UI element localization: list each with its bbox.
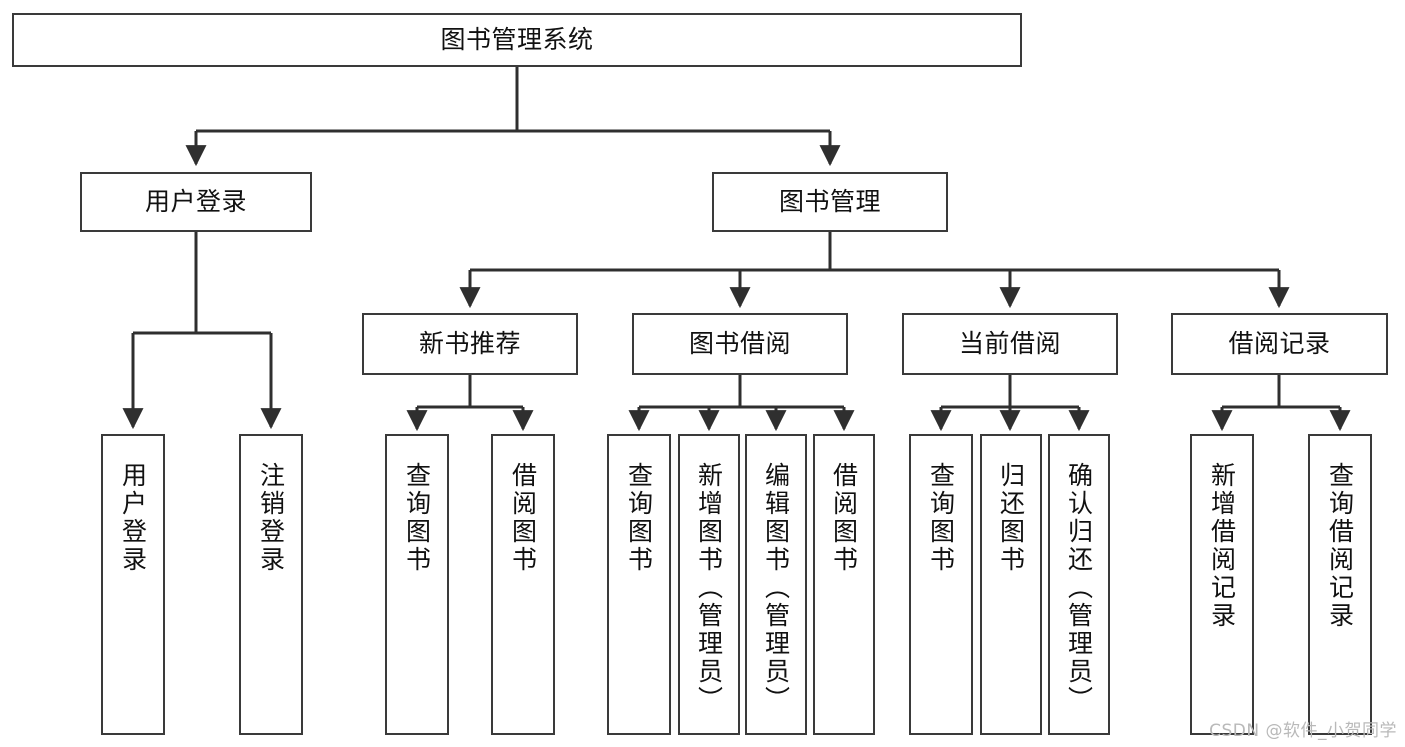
node-label: 查询图书 — [624, 462, 654, 574]
node-label: 查询借阅记录 — [1325, 462, 1355, 630]
leaf-borrow-edit-book-admin[interactable]: 编辑图书（管理员） — [745, 434, 807, 735]
leaf-current-query-book[interactable]: 查询图书 — [909, 434, 973, 735]
node-label: 借阅记录 — [1228, 329, 1331, 359]
node-user-login[interactable]: 用户登录 — [80, 172, 312, 232]
leaf-record-add-record[interactable]: 新增借阅记录 — [1190, 434, 1254, 735]
node-label: 图书管理系统 — [440, 25, 594, 55]
leaf-borrow-add-book-admin[interactable]: 新增图书（管理员） — [678, 434, 740, 735]
node-label: 借阅图书 — [829, 462, 859, 574]
leaf-borrow-query-book[interactable]: 查询图书 — [607, 434, 671, 735]
leaf-recommend-query-book[interactable]: 查询图书 — [385, 434, 449, 735]
node-label: 查询图书 — [402, 462, 432, 574]
node-book-management[interactable]: 图书管理 — [712, 172, 948, 232]
node-label: 用户登录 — [144, 187, 247, 217]
node-label: 当前借阅 — [958, 329, 1061, 359]
node-label: 图书借阅 — [688, 329, 791, 359]
node-label: 查询图书 — [926, 462, 956, 574]
node-label: 新增图书（管理员） — [694, 462, 724, 714]
leaf-borrow-borrow-book[interactable]: 借阅图书 — [813, 434, 875, 735]
leaf-record-query-record[interactable]: 查询借阅记录 — [1308, 434, 1372, 735]
node-label: 借阅图书 — [508, 462, 538, 574]
leaf-current-return-book[interactable]: 归还图书 — [980, 434, 1042, 735]
leaf-recommend-borrow-book[interactable]: 借阅图书 — [491, 434, 555, 735]
node-label: 编辑图书（管理员） — [761, 462, 791, 714]
leaf-current-confirm-return-admin[interactable]: 确认归还（管理员） — [1048, 434, 1110, 735]
leaf-user-login-logout[interactable]: 注销登录 — [239, 434, 303, 735]
node-root-book-management-system[interactable]: 图书管理系统 — [12, 13, 1022, 67]
node-label: 图书管理 — [778, 187, 881, 217]
node-label: 注销登录 — [256, 462, 286, 574]
node-label: 确认归还（管理员） — [1064, 462, 1094, 714]
node-label: 归还图书 — [996, 462, 1026, 574]
node-label: 新书推荐 — [418, 329, 521, 359]
node-current-borrow[interactable]: 当前借阅 — [902, 313, 1118, 375]
node-label: 用户登录 — [118, 462, 148, 574]
node-book-borrow[interactable]: 图书借阅 — [632, 313, 848, 375]
leaf-user-login-login[interactable]: 用户登录 — [101, 434, 165, 735]
node-new-book-recommend[interactable]: 新书推荐 — [362, 313, 578, 375]
csdn-watermark: CSDN @软件_小贺同学 — [1209, 721, 1397, 741]
node-label: 新增借阅记录 — [1207, 462, 1237, 630]
node-borrow-record[interactable]: 借阅记录 — [1171, 313, 1388, 375]
